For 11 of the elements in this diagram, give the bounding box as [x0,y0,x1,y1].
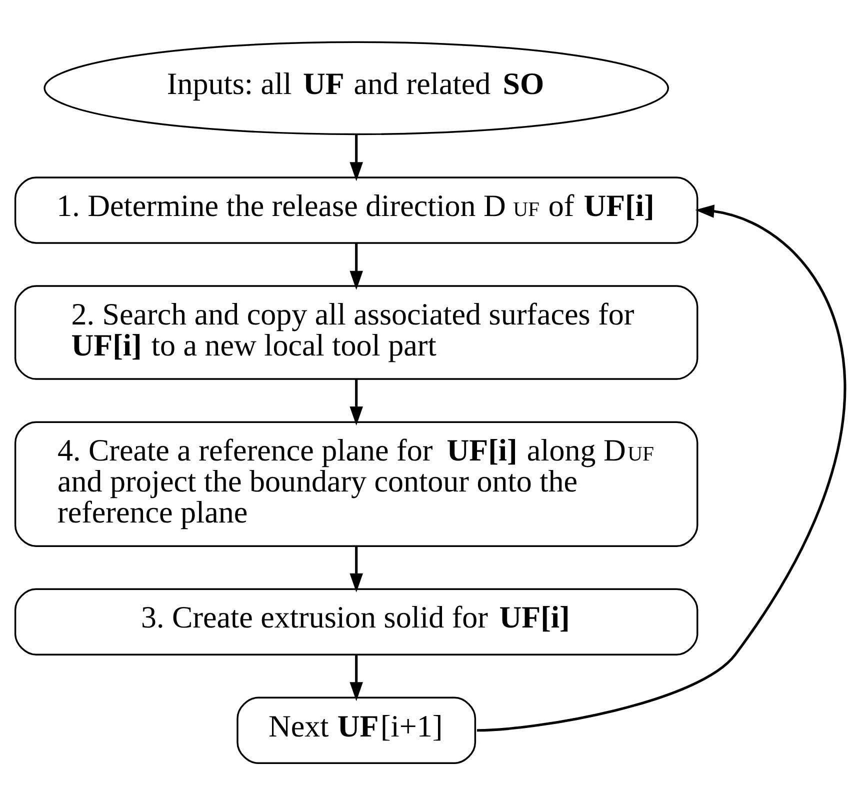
node-ellipse: Inputs: all UF and related SO [44,40,670,135]
arrow [350,242,363,290]
arrow [350,654,363,701]
arrow [350,379,363,425]
node-box: Next UF[i+1] [236,696,476,764]
node-box: 3. Create extrusion solid for UF[i] [14,588,698,655]
arrow [476,204,846,732]
arrow [350,134,363,181]
node-box: 4. Create a reference plane for UF[i] along DUF and project the boundary contour onto the reference plane [14,420,698,546]
arrow [350,546,363,592]
node-box: 2. Search and copy all associated surfaces for UF[i] to a new local tool part [14,284,698,380]
